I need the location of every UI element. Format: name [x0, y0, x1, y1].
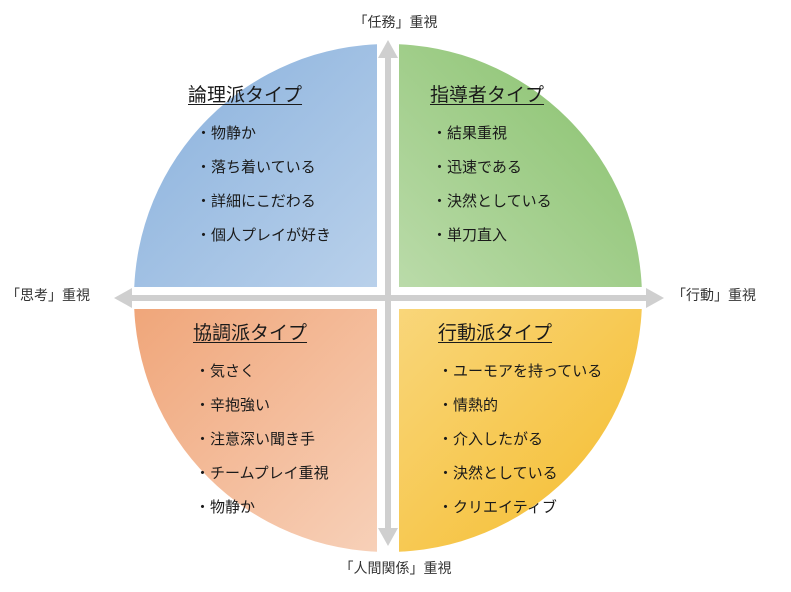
axis-label-top: 「任務」重視 [353, 15, 438, 31]
list-item: 落ち着いている [196, 150, 331, 184]
arrow-right-icon [646, 288, 664, 308]
list-item: 迅速である [432, 150, 552, 184]
axis-label-right: 「行動」重視 [672, 288, 756, 304]
list-item: 辛抱強い [195, 388, 329, 422]
list-item: 決然としている [438, 456, 602, 490]
list-item: ユーモアを持っている [438, 354, 602, 388]
horizontal-axis [128, 295, 648, 301]
list-item: 情熱的 [438, 388, 602, 422]
list-item: 注意深い聞き手 [195, 422, 329, 456]
arrow-down-icon [378, 528, 398, 546]
quadrant-bottom-left: 協調派タイプ 気さく 辛抱強い 注意深い聞き手 チームプレイ重視 物静か [193, 320, 329, 524]
vertical-axis [385, 52, 391, 532]
axis-arrows [114, 40, 664, 546]
list-item: 単刀直入 [432, 218, 552, 252]
list-item: 物静か [196, 116, 331, 150]
quadrant-top-right: 指導者タイプ 結果重視 迅速である 決然としている 単刀直入 [430, 82, 552, 252]
arrow-up-icon [378, 40, 398, 58]
quadrant-title: 行動派タイプ [438, 322, 553, 344]
axis-label-left: 「思考」重視 [6, 288, 90, 304]
list-item: クリエイティブ [438, 490, 602, 524]
quadrant-bottom-right: 行動派タイプ ユーモアを持っている 情熱的 介入したがる 決然としている クリエ… [438, 320, 602, 524]
quadrant-title: 協調派タイプ [193, 322, 308, 344]
list-item: 介入したがる [438, 422, 602, 456]
quadrant-title: 論理派タイプ [188, 84, 303, 106]
list-item: 結果重視 [432, 116, 552, 150]
list-item: 詳細にこだわる [196, 184, 331, 218]
quadrant-top-left: 論理派タイプ 物静か 落ち着いている 詳細にこだわる 個人プレイが好き [188, 82, 331, 252]
axis-label-bottom: 「人間関係」重視 [339, 561, 452, 577]
list-item: 気さく [195, 354, 329, 388]
quadrant-title: 指導者タイプ [430, 84, 545, 106]
list-item: チームプレイ重視 [195, 456, 329, 490]
list-item: 個人プレイが好き [196, 218, 331, 252]
list-item: 決然としている [432, 184, 552, 218]
arrow-left-icon [114, 288, 132, 308]
list-item: 物静か [195, 490, 329, 524]
